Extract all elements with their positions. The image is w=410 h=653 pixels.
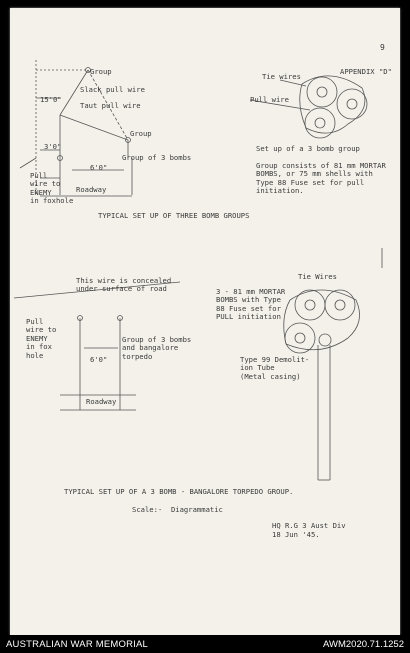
group-description: Group consists of 81 mm MORTAR BOMBS, or… — [256, 161, 386, 196]
taut-wire-line — [59, 114, 129, 141]
fig1-roadway-label: Roadway — [76, 185, 107, 194]
fig1-pull-wire-label: Pull wire to ENEMY in foxhole — [30, 171, 74, 206]
fig2-pull-wire-label: Pull wire to ENEMY in fox hole — [26, 317, 57, 360]
fig2-group-torpedo-label: Group of 3 bombs and bangalore torpedo — [122, 335, 192, 361]
fig1-taut-wire-label: Taut pull wire — [80, 101, 141, 110]
fig1-dim-3: 3'0" — [44, 142, 62, 151]
concealed-wire-line — [13, 281, 181, 299]
group-pull-wire-label: Pull wire — [250, 95, 289, 104]
fig1-dim-6: 6'0" — [90, 163, 108, 172]
fig1-group-of-3-label: Group of 3 bombs — [122, 153, 192, 162]
fig2-concealed-label: This wire is concealed under surface of … — [76, 276, 172, 294]
group-tie-wires-label: Tie wires — [262, 72, 301, 81]
bomb-circle-3 — [304, 107, 336, 139]
bomb-group-right — [125, 137, 131, 143]
fig2-roadway-label: Roadway — [86, 397, 117, 406]
footer-left: AUSTRALIAN WAR MEMORIAL — [6, 639, 149, 650]
fig1-caption: TYPICAL SET UP OF THREE BOMB GROUPS — [98, 211, 250, 220]
bomb-circle-2 — [336, 88, 368, 120]
mortar-circle-2 — [324, 289, 356, 321]
scale-label: Scale:- Diagrammatic — [132, 505, 223, 514]
date-label: 18 Jun '45. — [272, 530, 320, 539]
fig2-dim-6: 6'0" — [90, 355, 108, 364]
fig1-dim-15: 15'0" — [40, 95, 62, 104]
group-setup-label: Set up of a 3 bomb group — [256, 144, 360, 153]
appendix-label: APPENDIX "D" — [340, 67, 392, 76]
footer-bar — [0, 635, 410, 653]
torpedo-tube-label: Type 99 Demolit- ion Tube (Metal casing) — [240, 355, 310, 381]
fig1-slack-wire-label: Slack pull wire — [80, 85, 145, 94]
fig1-group-top-label: Group — [90, 67, 112, 76]
pull-wire-line-1 — [249, 99, 311, 111]
caption-2: TYPICAL SET UP OF A 3 BOMB - BANGALORE T… — [64, 487, 294, 496]
fig1-group-right-label: Group — [130, 129, 152, 138]
torpedo-tie-wires-label: Tie Wires — [298, 272, 337, 281]
hq-label: HQ R.G 3 Aust Div — [272, 521, 346, 530]
page-mark: 9 — [380, 43, 385, 52]
torpedo-bombs-label: 3 - 81 mm MORTAR BOMBS with Type 88 Fuse… — [216, 287, 286, 322]
slack-wire-line — [59, 69, 89, 116]
document-page — [10, 8, 400, 635]
bomb-circle-1 — [306, 76, 338, 108]
footer-right: AWM2020.71.1252 — [323, 639, 404, 650]
